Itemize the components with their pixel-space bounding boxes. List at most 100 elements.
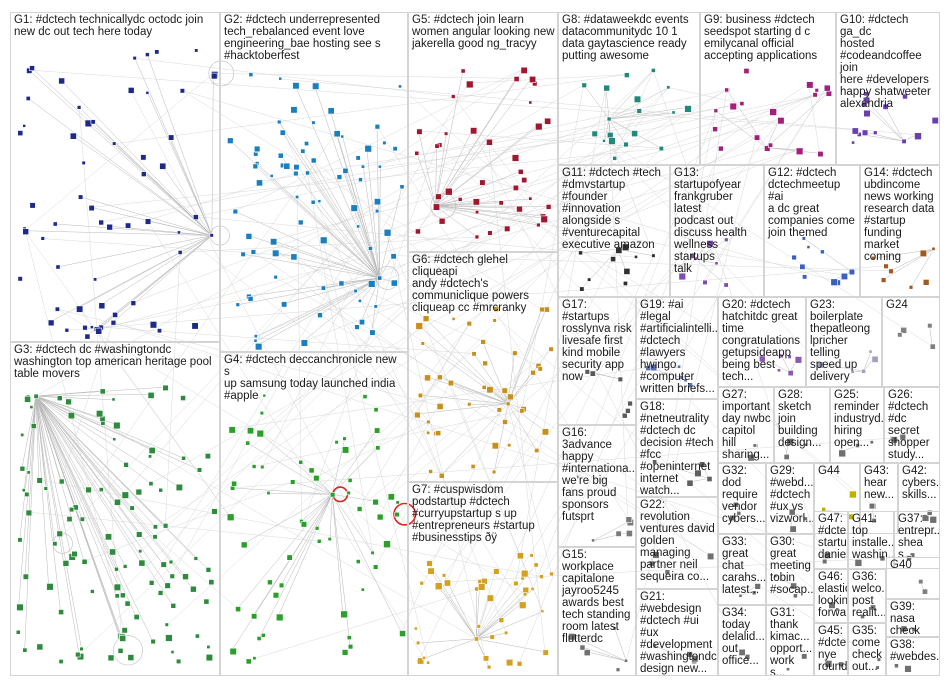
vertex-node <box>516 552 524 560</box>
vertex-node <box>542 649 549 656</box>
vertex-node <box>22 573 29 580</box>
group-label: G32: dod require vendor cybers... <box>722 465 766 525</box>
vertex-node <box>814 88 819 93</box>
vertex-node <box>177 250 183 255</box>
vertex-node <box>29 405 34 410</box>
vertex-node <box>612 626 617 631</box>
edge <box>476 638 545 653</box>
edge <box>583 84 610 120</box>
edge <box>35 395 156 527</box>
vertex-node <box>579 286 585 292</box>
vertex-node <box>871 255 875 260</box>
vertex-node <box>615 667 621 672</box>
edge <box>507 309 542 404</box>
vertex-node <box>610 256 616 262</box>
vertex-node <box>929 343 936 350</box>
vertex-node <box>54 306 60 312</box>
vertex-node <box>417 392 424 399</box>
edge <box>473 353 509 404</box>
edge <box>419 258 613 660</box>
edge <box>428 562 477 639</box>
vertex-node <box>540 609 545 613</box>
vertex-node <box>795 147 804 155</box>
edge <box>651 89 727 564</box>
vertex-node <box>623 267 631 275</box>
edge <box>358 348 551 509</box>
group-cell-g38: G38: #webdes... <box>886 637 940 676</box>
vertex-node <box>235 302 240 307</box>
edge <box>370 82 469 249</box>
edge <box>292 481 333 495</box>
edge <box>507 308 547 404</box>
vertex-node <box>52 541 58 547</box>
vertex-node <box>434 143 440 149</box>
edge <box>424 317 509 404</box>
group-label: G23: boilerplate thepatleong lpricher te… <box>810 299 871 383</box>
group-label: G34: today delalid... out office... <box>722 607 765 667</box>
vertex-node <box>36 477 43 484</box>
vertex-node <box>438 472 445 479</box>
vertex-node <box>19 465 26 472</box>
vertex-node <box>105 533 113 541</box>
edge <box>72 134 213 236</box>
vertex-node <box>521 177 528 184</box>
edge <box>278 494 333 617</box>
vertex-node <box>872 130 878 136</box>
edge <box>280 494 333 586</box>
group-cell-g17: G17: #startups rosslynva risk livesafe f… <box>558 297 636 425</box>
edge <box>292 255 438 433</box>
vertex-node <box>329 491 336 498</box>
vertex-node <box>270 238 278 246</box>
vertex-node <box>416 128 423 135</box>
vertex-node <box>69 506 75 513</box>
vertex-node <box>926 509 933 516</box>
vertex-node <box>879 555 886 562</box>
vertex-node <box>373 198 381 206</box>
edge <box>668 87 742 104</box>
vertex-node <box>58 77 65 85</box>
edge <box>60 79 213 236</box>
vertex-node <box>901 138 907 144</box>
vertex-node <box>96 410 104 418</box>
group-cell-g20: G20: #dctech hatchitdc great time congra… <box>718 297 806 387</box>
edge <box>35 395 60 398</box>
vertex-node <box>148 454 153 459</box>
group-label: G31: thank kimac... opport... work s... <box>770 607 813 676</box>
vertex-node <box>501 387 508 394</box>
vertex-node <box>360 164 365 169</box>
vertex-node <box>621 243 630 251</box>
edge <box>476 589 534 639</box>
vertex-node <box>677 364 682 369</box>
edge <box>35 395 117 570</box>
edge <box>426 87 669 377</box>
vertex-node <box>474 210 480 215</box>
vertex-node <box>519 408 525 414</box>
vertex-node <box>355 155 361 161</box>
vertex-node <box>67 412 75 420</box>
edge <box>910 249 935 288</box>
vertex-node <box>310 199 316 205</box>
group-cell-g21: G21: #webdesign #dctech #ui #ux #develop… <box>636 589 718 676</box>
vertex-node <box>252 163 259 170</box>
group-label: G6: #dctech glehel cliqueapi andy #dctec… <box>412 254 529 314</box>
group-cell-g26: G26: #dctech #dc secret shopper study... <box>884 387 940 463</box>
edge <box>35 395 155 537</box>
vertex-node <box>790 582 797 590</box>
vertex-node <box>372 564 379 570</box>
vertex-node <box>162 523 169 529</box>
vertex-node <box>293 170 299 177</box>
vertex-node <box>544 117 552 125</box>
vertex-node <box>316 538 322 544</box>
vertex-node <box>683 378 688 383</box>
vertex-node <box>66 516 73 523</box>
vertex-node <box>327 536 332 542</box>
group-label: G36: welco... post realit... <box>852 571 886 619</box>
edge <box>35 396 122 638</box>
edge <box>476 596 490 639</box>
vertex-node <box>308 467 315 474</box>
vertex-node <box>806 245 811 249</box>
vertex-node <box>415 640 421 645</box>
vertex-node <box>426 560 433 567</box>
vertex-node <box>491 442 499 450</box>
vertex-node <box>718 145 724 152</box>
